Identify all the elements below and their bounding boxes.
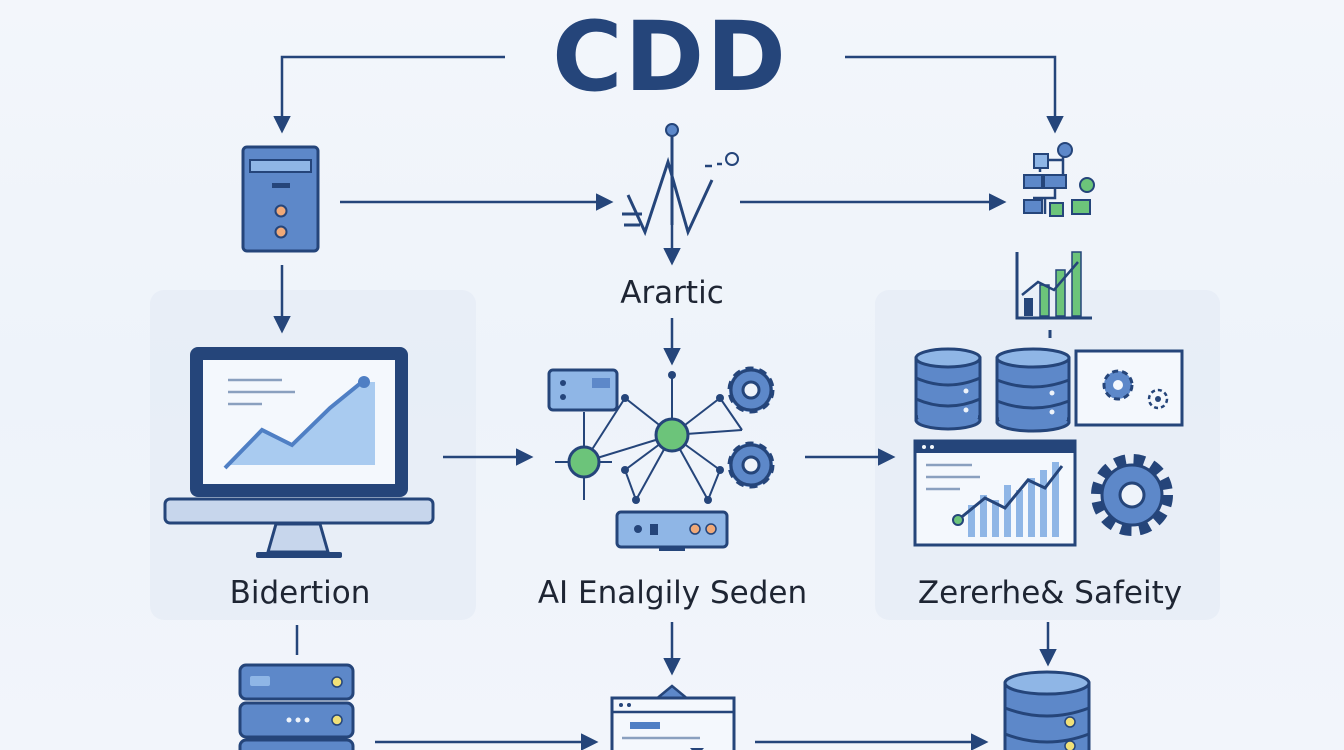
database-icon [914,347,982,431]
analytics-wave-icon [622,123,739,237]
dashboard-chart-icon [913,439,1077,547]
gear-icon [727,441,775,489]
neural-network-icon [547,368,743,551]
laptop-chart-icon [163,347,435,558]
label-center: AI Enalgily Seden [537,575,808,611]
gear-icon [1091,454,1173,536]
arrow-title-to-right [845,55,1064,134]
server-rack-icon [238,663,355,750]
label-right: Zererhe& Safeity [917,575,1183,611]
database-icon [995,347,1071,433]
connectors [273,55,1064,750]
gear-icon [727,366,775,414]
bar-chart-icon [1015,251,1092,320]
web-window-icon [610,684,736,750]
arrow-title-to-left [273,55,505,134]
database-icon [1003,670,1091,750]
label-left: Bidertion [229,575,371,611]
server-tower-icon [241,145,320,253]
label-top-center: Arartic [620,275,724,311]
diagram-title: CDD [552,1,788,113]
settings-panel-icon [1074,349,1184,427]
flowchart-icon [1023,142,1095,217]
